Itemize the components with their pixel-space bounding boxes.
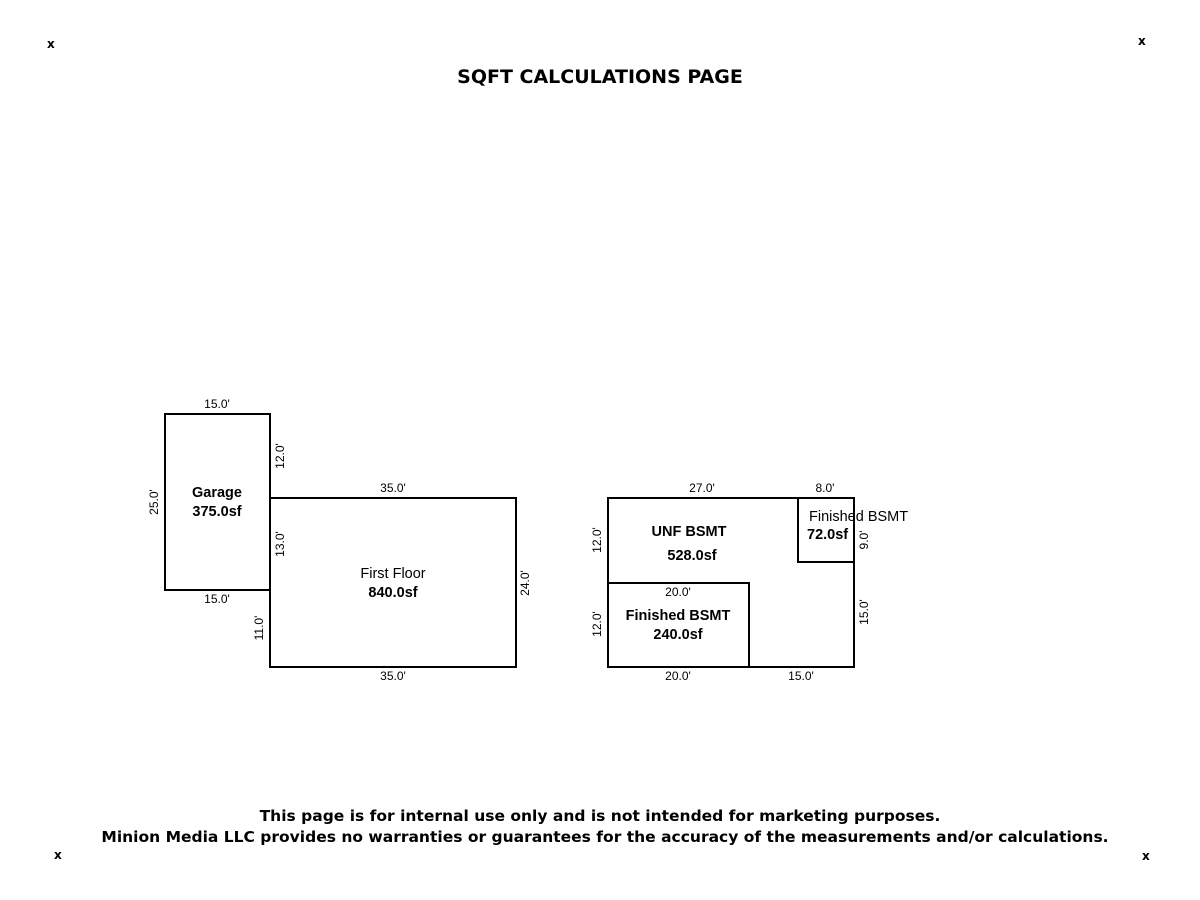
garage-area: 375.0sf bbox=[192, 504, 241, 520]
bsmt-bottom-right-dimension: 15.0' bbox=[788, 669, 814, 683]
first-floor-left-upper-dimension: 13.0' bbox=[273, 531, 287, 557]
finished-bsmt-inner-top-dimension: 20.0' bbox=[665, 585, 691, 599]
disclaimer-line-2: Minion Media LLC provides no warranties … bbox=[101, 828, 1109, 846]
unf-bsmt-area: 528.0sf bbox=[667, 548, 716, 564]
first-floor-name: First Floor bbox=[360, 566, 425, 582]
bsmt-right-upper-dimension: 9.0' bbox=[857, 531, 871, 550]
finished-bsmt-large-name: Finished BSMT bbox=[626, 608, 731, 624]
bsmt-top-right-dimension: 8.0' bbox=[816, 481, 835, 495]
finished-bsmt-small-area: 72.0sf bbox=[807, 527, 848, 543]
first-floor-right-dimension: 24.0' bbox=[518, 570, 532, 596]
bsmt-bottom-left-dimension: 20.0' bbox=[665, 669, 691, 683]
bsmt-left-lower-dimension: 12.0' bbox=[590, 611, 604, 637]
corner-mark-top-right: x bbox=[1138, 34, 1146, 48]
finished-bsmt-large-outline bbox=[607, 582, 750, 668]
finished-bsmt-large-area: 240.0sf bbox=[653, 627, 702, 643]
garage-right-dimension: 12.0' bbox=[273, 443, 287, 469]
garage-top-dimension: 15.0' bbox=[204, 397, 230, 411]
finished-bsmt-small-outline bbox=[797, 497, 855, 563]
bsmt-right-lower-dimension: 15.0' bbox=[857, 599, 871, 625]
disclaimer-line-1: This page is for internal use only and i… bbox=[259, 807, 941, 825]
corner-mark-top-left: x bbox=[47, 37, 55, 51]
garage-bottom-dimension: 15.0' bbox=[204, 592, 230, 606]
finished-bsmt-small-name: Finished BSMT bbox=[809, 509, 908, 525]
garage-left-dimension: 25.0' bbox=[147, 489, 161, 515]
first-floor-outline bbox=[269, 497, 517, 668]
corner-mark-bottom-right: x bbox=[1142, 849, 1150, 863]
bsmt-left-upper-dimension: 12.0' bbox=[590, 527, 604, 553]
first-floor-area: 840.0sf bbox=[368, 585, 417, 601]
first-floor-top-dimension: 35.0' bbox=[380, 481, 406, 495]
page-title: SQFT CALCULATIONS PAGE bbox=[457, 66, 743, 88]
garage-name: Garage bbox=[192, 485, 242, 501]
unf-bsmt-name: UNF BSMT bbox=[652, 524, 727, 540]
corner-mark-bottom-left: x bbox=[54, 848, 62, 862]
bsmt-top-left-dimension: 27.0' bbox=[689, 481, 715, 495]
garage-outline bbox=[164, 413, 271, 591]
first-floor-left-lower-dimension: 11.0' bbox=[252, 616, 266, 641]
first-floor-bottom-dimension: 35.0' bbox=[380, 669, 406, 683]
